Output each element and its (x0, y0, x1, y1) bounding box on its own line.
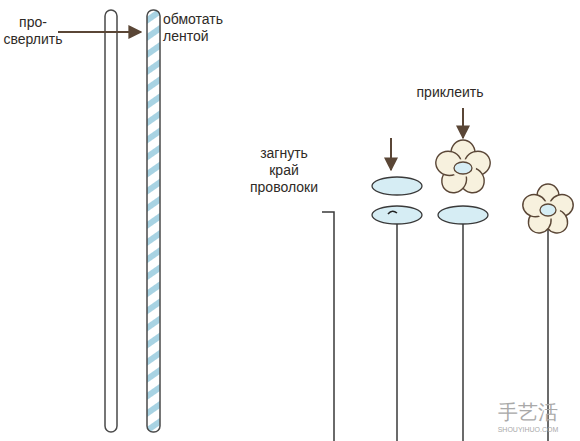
paper-flower (433, 140, 494, 198)
finished-flower (520, 184, 576, 238)
arrow (462, 108, 464, 138)
wire (322, 212, 334, 441)
wire (462, 222, 464, 441)
watermark: SHOUYIHUO.COM (488, 426, 568, 434)
step-label: приклеить (410, 84, 490, 101)
step-label: обмотать лентой (163, 11, 237, 45)
taped-straw (147, 10, 160, 432)
step-label: про- сверлить (2, 14, 64, 48)
disc (372, 206, 422, 224)
arrow (390, 138, 392, 170)
disc (372, 177, 422, 195)
wire (396, 222, 398, 441)
disc (438, 206, 488, 224)
wire-hook (388, 211, 397, 214)
step-label: загнуть край проволоки (246, 145, 322, 196)
straw (105, 10, 117, 432)
watermark: 手艺活 (488, 400, 568, 424)
arrow (58, 31, 141, 33)
